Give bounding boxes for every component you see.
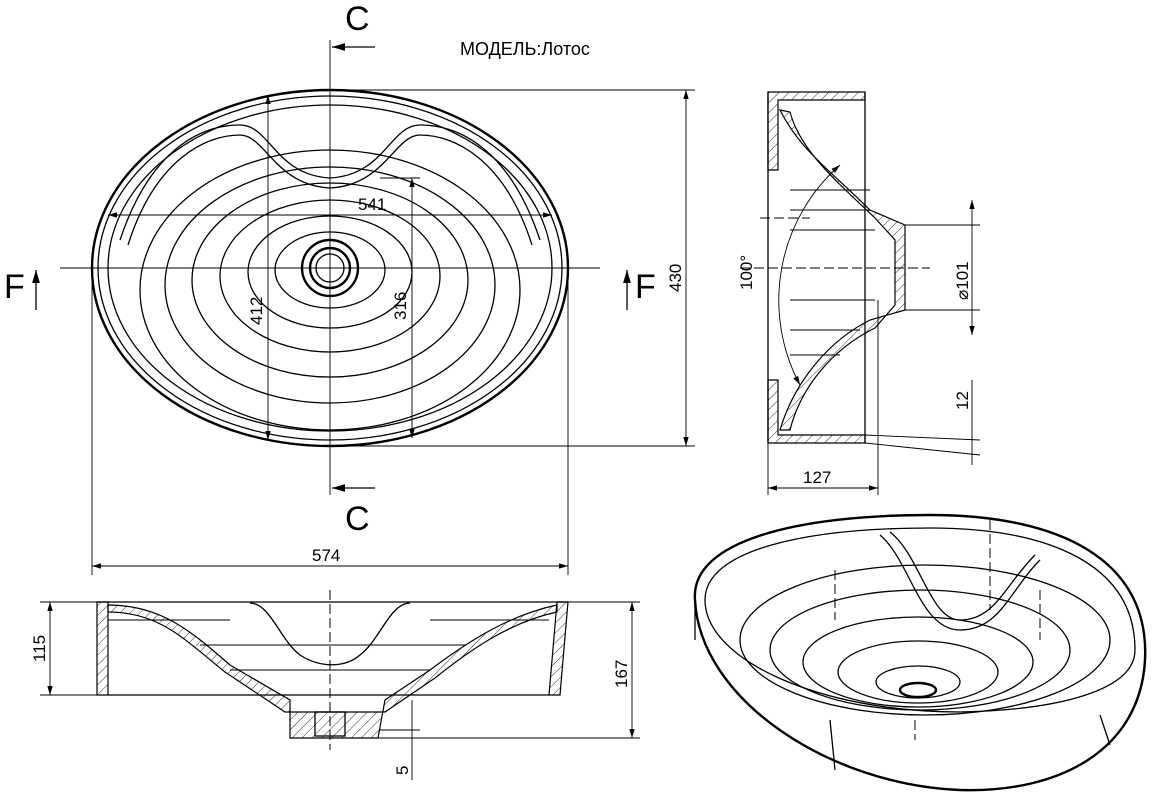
front-section-view: 115 167 5: [30, 590, 640, 780]
top-view: 541 412 316 430 574 C C F F: [4, 0, 695, 575]
section-f-right: F: [635, 268, 656, 306]
dim-430: 430: [666, 264, 685, 292]
dim-127: 127: [803, 468, 831, 487]
section-c-top: C: [345, 0, 370, 38]
dim-angle-100: 100°: [737, 255, 756, 290]
dim-574: 574: [312, 546, 340, 565]
dim-drain-101: ⌀101: [953, 261, 972, 300]
model-title: МОДЕЛЬ:Лотос: [460, 39, 590, 59]
isometric-view: [693, 513, 1147, 792]
dim-5: 5: [393, 766, 412, 775]
dim-115: 115: [30, 635, 49, 662]
section-c-bottom: C: [345, 500, 370, 538]
dim-167: 167: [612, 660, 631, 688]
dim-316: 316: [391, 292, 410, 320]
dim-412: 412: [247, 297, 266, 325]
dim-wall-12: 12: [953, 391, 972, 410]
side-section-view: 100° ⌀101 12 127: [737, 91, 981, 495]
section-f-left: F: [4, 268, 25, 306]
dim-541: 541: [358, 195, 386, 214]
